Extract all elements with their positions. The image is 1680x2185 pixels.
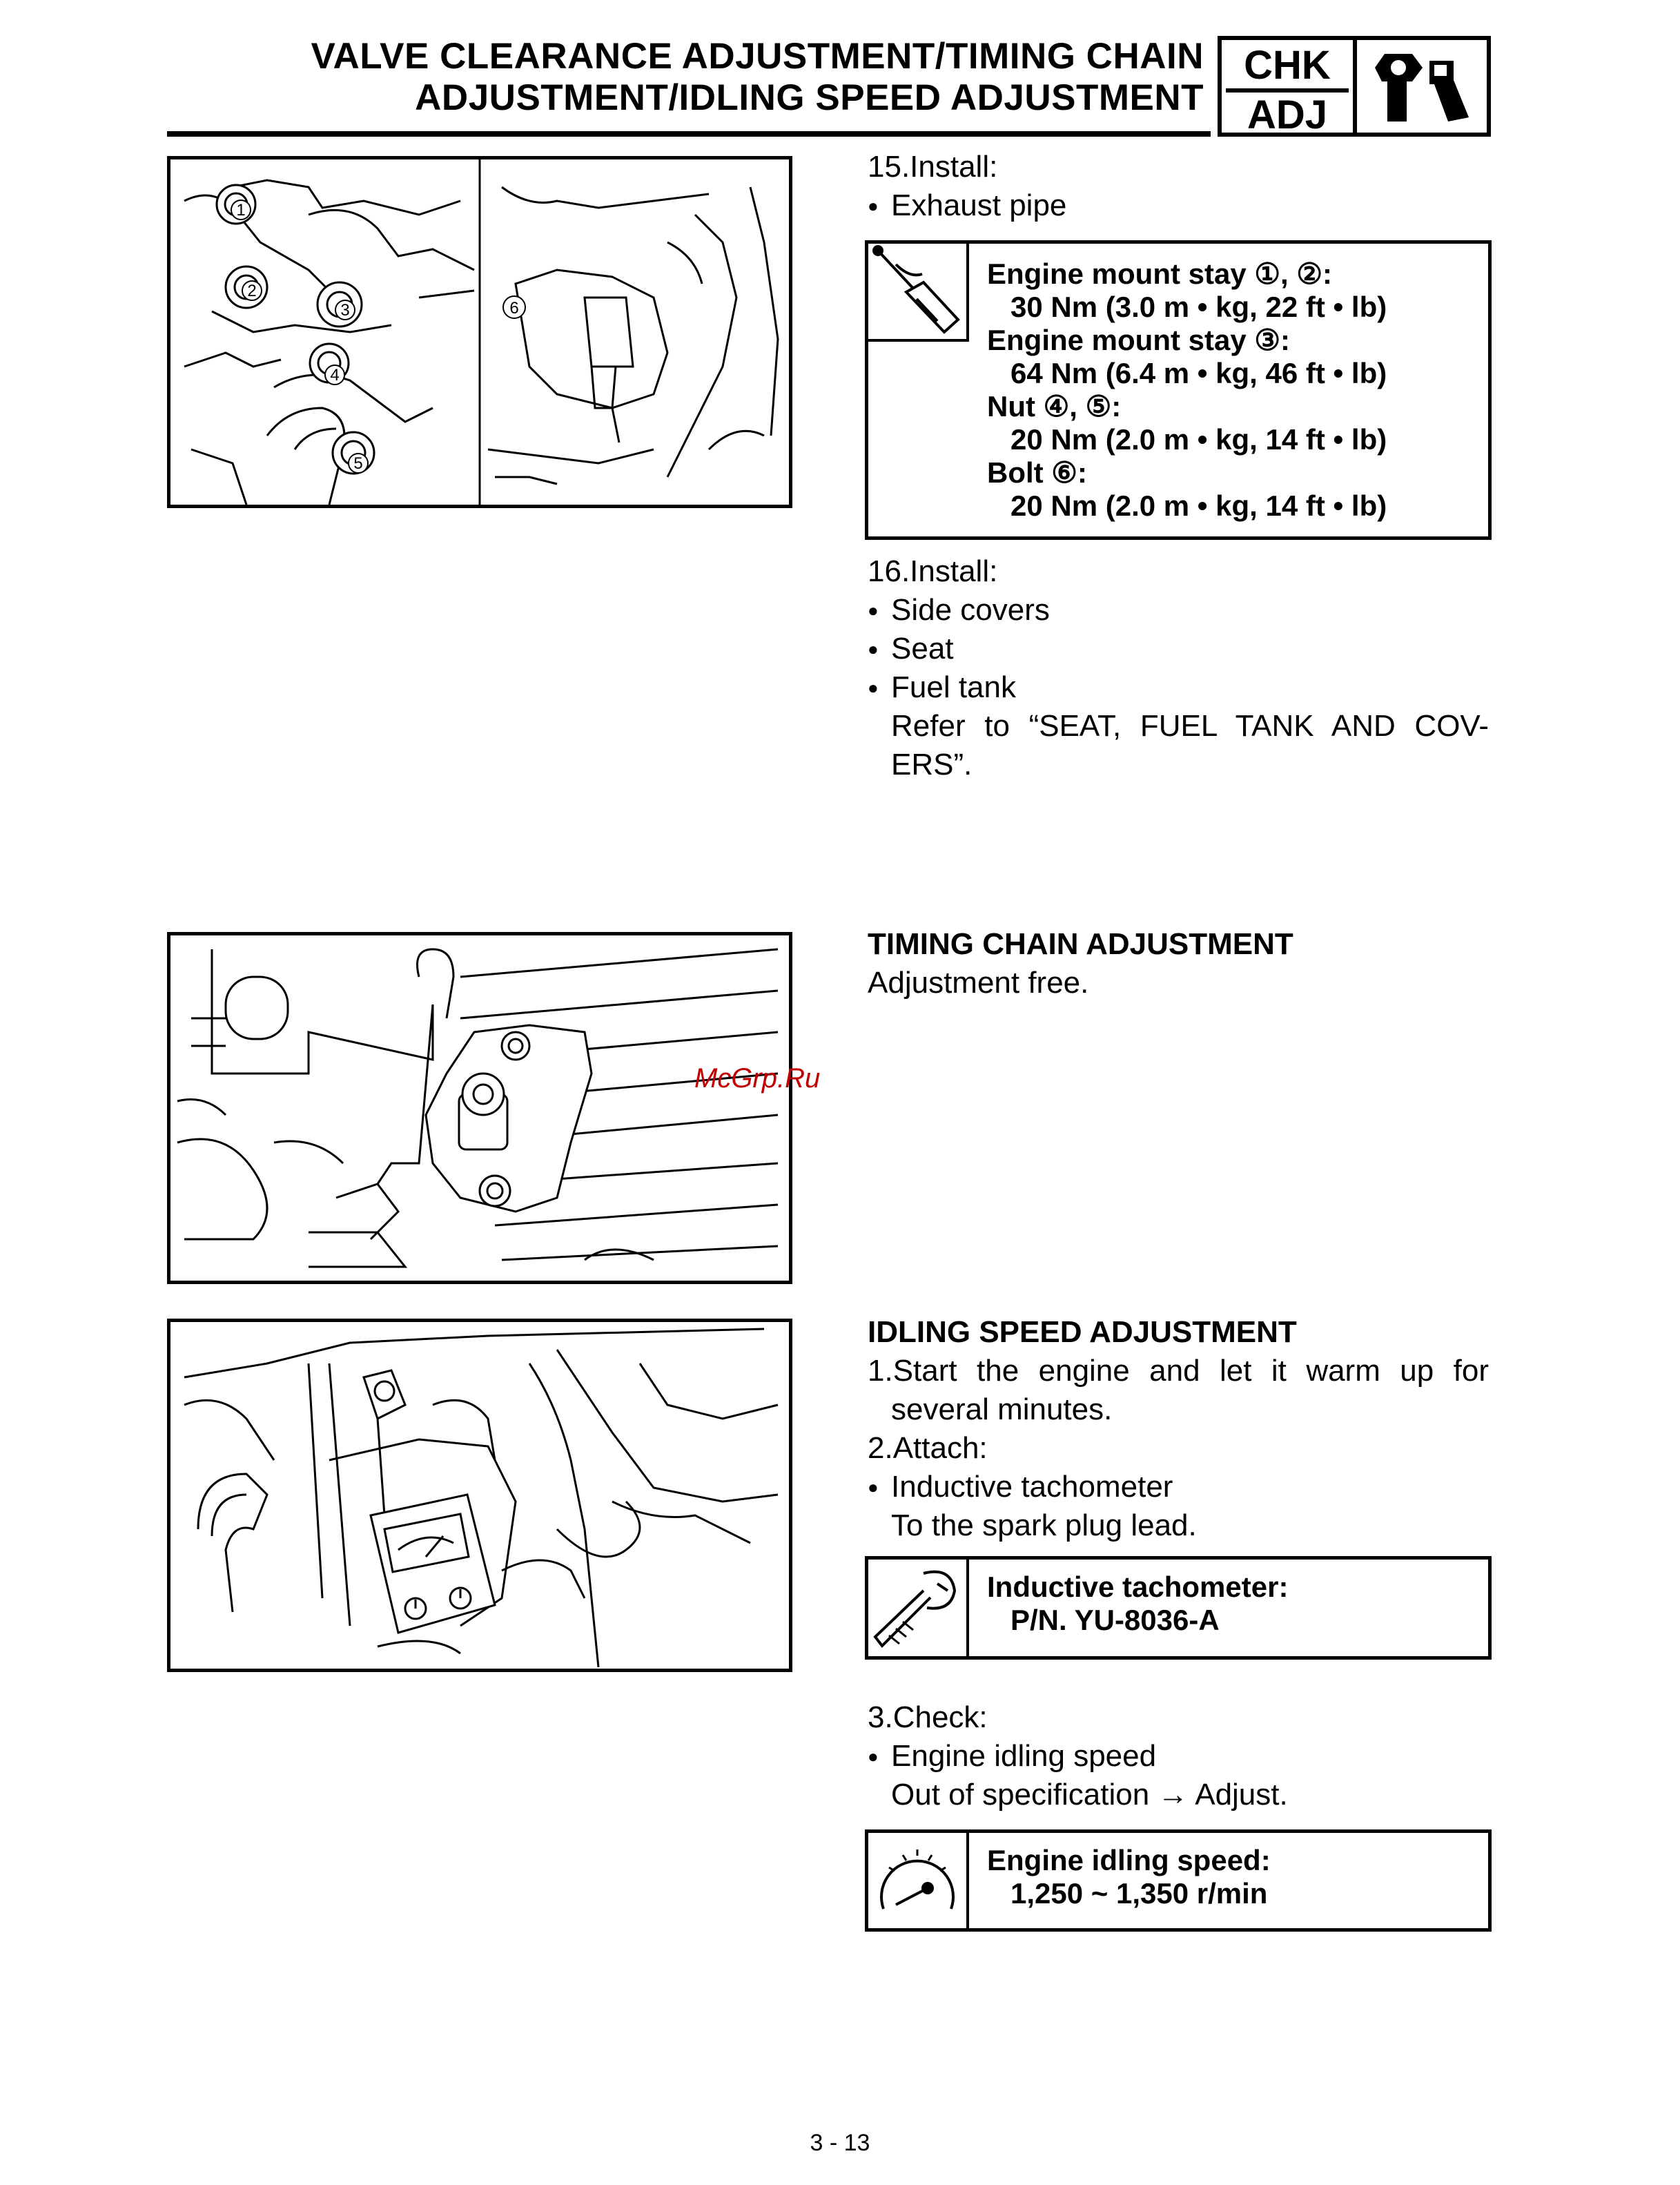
badge-text: CHK ADJ <box>1222 40 1357 137</box>
figure-tachometer <box>167 1319 792 1672</box>
idling-step-3-sub: Out of specification → Adjust. <box>891 1778 1288 1812</box>
timing-chain-tensioner-illustration <box>177 948 779 1268</box>
badge-bottom-label: ADJ <box>1247 93 1328 137</box>
callout-3: 3 <box>340 301 349 320</box>
badge-divider <box>1226 88 1349 93</box>
callout-6: 6 <box>509 299 518 318</box>
torque-wrench-icon <box>872 245 960 334</box>
idling-step-1-line-1: 1.Start the engine and let it warm up fo… <box>868 1354 1489 1388</box>
page-title: VALVE CLEARANCE ADJUSTMENT/TIMING CHAIN … <box>311 36 1204 119</box>
idling-step-3-item: Engine idling speed <box>868 1737 1489 1776</box>
title-line-2: ADJUSTMENT/IDLING SPEED ADJUSTMENT <box>415 77 1204 118</box>
gauge-icon <box>880 1849 955 1910</box>
idling-heading: IDLING SPEED ADJUSTMENT <box>868 1315 1297 1349</box>
idling-step-3: 3.Check: Engine idling speed Out of spec… <box>868 1698 1489 1814</box>
watermark: McGrp.Ru <box>694 1063 821 1094</box>
idling-spec-line-2: 1,250 ~ 1,350 r/min <box>1010 1877 1268 1910</box>
figure-timing-chain <box>167 932 792 1284</box>
step-16-item-side-covers: Side covers <box>868 591 1489 630</box>
figure-exhaust-mounts: 1 2 3 4 5 6 <box>167 156 792 508</box>
step-16-reference-line-1: Refer to “SEAT, FUEL TANK AND COV- <box>891 709 1489 743</box>
engine-mount-illustration: 1 2 3 4 5 6 <box>184 159 779 505</box>
torque-spec-text: Engine mount stay ①, ②: 30 Nm (3.0 m • k… <box>987 258 1387 523</box>
idling-speed-section: IDLING SPEED ADJUSTMENT 1.Start the engi… <box>868 1313 1489 1545</box>
torque-line-6: 20 Nm (2.0 m • kg, 14 ft • lb) <box>1010 423 1387 456</box>
section-badge: CHK ADJ <box>1218 36 1491 137</box>
title-line-1: VALVE CLEARANCE ADJUSTMENT/TIMING CHAIN <box>311 36 1204 77</box>
torque-line-4: 64 Nm (6.4 m • kg, 46 ft • lb) <box>1010 357 1387 389</box>
torque-line-5: Nut ④, ⑤: <box>987 390 1122 423</box>
step-16-item-seat: Seat <box>868 630 1489 668</box>
step-16-item-fuel-tank: Fuel tank <box>868 668 1489 707</box>
badge-top-label: CHK <box>1244 43 1331 88</box>
step-16-reference-line-2: ERS”. <box>891 748 973 781</box>
callout-5: 5 <box>353 454 362 473</box>
gauge-icon-box <box>868 1833 969 1928</box>
step-15: 15.Install: Exhaust pipe <box>868 148 1489 225</box>
page-number: 3 - 13 <box>810 2130 870 2156</box>
timing-chain-text: Adjustment free. <box>868 966 1089 1000</box>
torque-icon-box <box>868 244 969 342</box>
tool-line-2: P/N. YU-8036-A <box>1010 1604 1220 1636</box>
torque-line-3: Engine mount stay ③: <box>987 324 1291 356</box>
step-15-item: Exhaust pipe <box>868 186 1489 225</box>
idling-spec-text: Engine idling speed: 1,250 ~ 1,350 r/min <box>987 1844 1271 1910</box>
idling-step-2-item: Inductive tachometer <box>868 1468 1489 1506</box>
callout-1: 1 <box>236 201 245 220</box>
torque-line-8: 20 Nm (2.0 m • kg, 14 ft • lb) <box>1010 489 1387 522</box>
idling-step-1-line-2: several minutes. <box>891 1392 1113 1426</box>
idling-spec-line-1: Engine idling speed: <box>987 1844 1271 1876</box>
idling-step-2: 2.Attach: <box>868 1431 988 1465</box>
torque-line-2: 30 Nm (3.0 m • kg, 22 ft • lb) <box>1010 291 1387 323</box>
special-tool-box: Inductive tachometer: P/N. YU-8036-A <box>865 1556 1492 1660</box>
wrench-tools-icon <box>1357 40 1487 133</box>
step-16: 16.Install: Side covers Seat Fuel tank R… <box>868 552 1489 784</box>
step-16-heading: 16.Install: <box>868 554 998 588</box>
timing-chain-section: TIMING CHAIN ADJUSTMENT Adjustment free. <box>868 925 1489 1002</box>
torque-line-1: Engine mount stay ①, ②: <box>987 258 1333 290</box>
idling-step-3-heading: 3.Check: <box>868 1700 988 1734</box>
idling-step-2-sub: To the spark plug lead. <box>891 1508 1197 1542</box>
tool-icon-box <box>868 1560 969 1656</box>
special-tool-icon <box>873 1570 957 1649</box>
timing-chain-heading: TIMING CHAIN ADJUSTMENT <box>868 927 1293 961</box>
tool-line-1: Inductive tachometer: <box>987 1571 1289 1603</box>
callout-4: 4 <box>330 366 339 385</box>
title-rule <box>167 131 1211 137</box>
torque-line-7: Bolt ⑥: <box>987 456 1087 489</box>
special-tool-text: Inductive tachometer: P/N. YU-8036-A <box>987 1571 1288 1637</box>
inductive-tachometer-illustration <box>184 1328 779 1668</box>
callout-2: 2 <box>247 282 256 300</box>
step-15-heading: 15.Install: <box>868 150 998 184</box>
idling-spec-box: Engine idling speed: 1,250 ~ 1,350 r/min <box>865 1829 1492 1932</box>
torque-spec-box: Engine mount stay ①, ②: 30 Nm (3.0 m • k… <box>865 240 1492 540</box>
